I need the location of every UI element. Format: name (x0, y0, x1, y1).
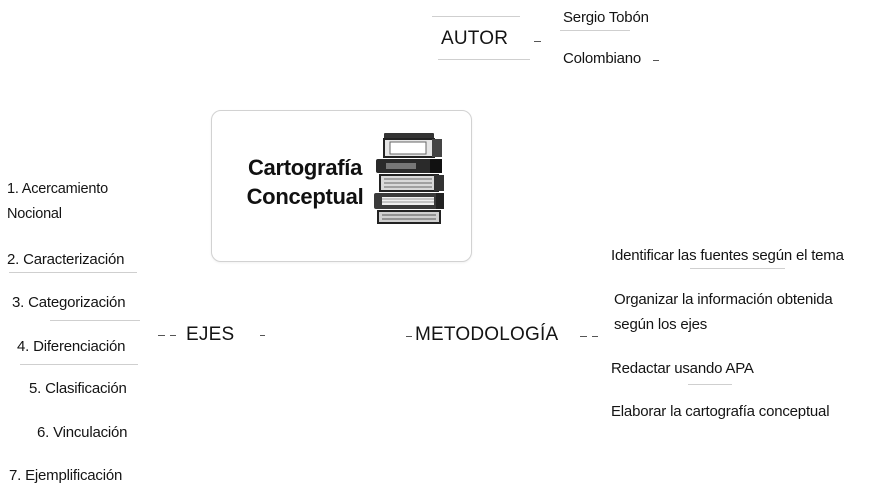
ejes-connector (158, 335, 165, 336)
ejes-connector-right (260, 335, 265, 336)
autor-item-name: Sergio Tobón (563, 9, 649, 26)
ejes-item-separator (50, 320, 140, 321)
autor-item-tick (653, 60, 659, 61)
metodologia-item-separator (688, 384, 732, 385)
ejes-item-3: 3. Categorización (12, 294, 126, 311)
metodologia-item-2a: Organizar la información obtenida (614, 291, 833, 308)
ejes-item-7: 7. Ejemplificación (9, 467, 123, 484)
ejes-item-2: 2. Caracterización (7, 251, 125, 268)
autor-label: AUTOR (441, 28, 509, 49)
book-middle (376, 159, 442, 173)
books-icon (374, 133, 444, 224)
metodologia-label: METODOLOGÍA (415, 324, 559, 345)
autor-connector (534, 41, 541, 42)
central-title: Cartografía Conceptual (235, 153, 375, 211)
ejes-item-separator (20, 364, 138, 365)
central-title-line1: Cartografía (247, 155, 363, 180)
metodologia-item-2b: según los ejes (614, 316, 708, 333)
ejes-item-1b: Nocional (7, 206, 62, 222)
ejes-item-4: 4. Diferenciación (17, 338, 126, 355)
metodologia-item-separator (690, 268, 785, 269)
ejes-item-6: 6. Vinculación (37, 424, 128, 441)
ejes-item-5: 5. Clasificación (29, 380, 127, 397)
autor-underline (432, 16, 520, 17)
central-title-line2: Conceptual (246, 184, 364, 209)
metodologia-item-1: Identificar las fuentes según el tema (611, 247, 844, 264)
autor-baseline (438, 59, 530, 60)
metodologia-connector (592, 336, 598, 337)
book-top (383, 133, 442, 158)
book-lower (379, 174, 444, 192)
book-base (377, 210, 441, 224)
central-node: Cartografía Conceptual (211, 110, 472, 262)
metodologia-item-4: Elaborar la cartografía conceptual (611, 403, 830, 420)
ejes-item-1a: 1. Acercamiento (7, 181, 108, 197)
metodologia-connector (580, 336, 587, 337)
metodologia-connector-left (406, 336, 412, 337)
ejes-connector (170, 335, 176, 336)
book-bottom (374, 193, 444, 209)
autor-item-nationality: Colombiano (563, 50, 642, 67)
ejes-label: EJES (186, 324, 235, 345)
autor-item-underline (560, 30, 630, 31)
metodologia-item-3: Redactar usando APA (611, 360, 754, 377)
ejes-item-separator (9, 272, 137, 273)
